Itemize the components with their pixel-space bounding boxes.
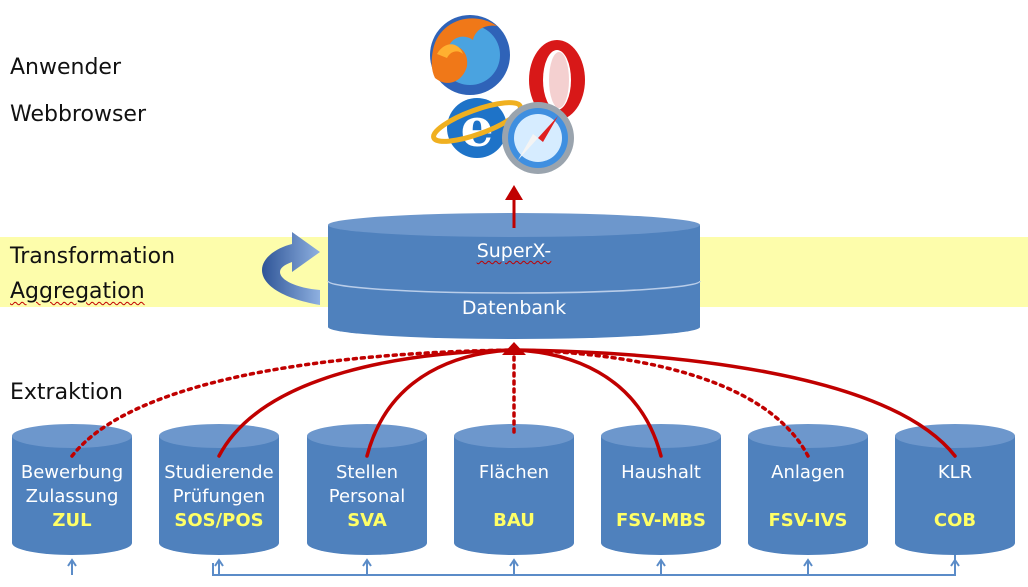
source-code-fsv-mbs: FSV-MBS (616, 510, 706, 531)
source-database-fsv-mbs (601, 424, 721, 555)
firefox-icon (430, 15, 510, 95)
connector-zul (70, 348, 516, 458)
arrowhead-into-superx (502, 342, 526, 355)
label-transformation: Transformation (10, 244, 176, 269)
internet-explorer-icon: e (431, 98, 523, 159)
connector-cob (512, 348, 957, 458)
source-database-cob (895, 424, 1015, 555)
bus-arrow-sva (362, 558, 372, 575)
safari-icon (502, 102, 574, 174)
source-label-zul-line1: Bewerbung (20, 462, 124, 483)
label-webbrowser: Webbrowser (10, 102, 146, 127)
source-label-sva-line2: Personal (328, 486, 406, 507)
source-label-bau-line1: Flächen (478, 462, 550, 483)
source-code-sos-pos: SOS/POS (174, 510, 264, 531)
source-database-sva (307, 424, 427, 555)
bus-arrow-zul (67, 558, 77, 575)
bus-arrow-fsv-mbs (656, 558, 666, 575)
opera-icon (529, 40, 585, 120)
source-database-sos-pos (159, 424, 279, 555)
superx-db-name-line2: Datenbank (461, 297, 567, 319)
source-label-sos-pos-line1: Studierende (164, 462, 274, 483)
source-database-fsv-ivs (748, 424, 868, 555)
source-code-cob: COB (933, 510, 977, 531)
source-label-sva-line1: Stellen (335, 462, 399, 483)
connector-sva (365, 348, 516, 458)
label-anwender: Anwender (10, 55, 122, 80)
bus-arrow-fsv-ivs (803, 558, 813, 575)
bus-arrow-bau (509, 558, 519, 575)
source-code-sva: SVA (347, 510, 387, 531)
source-label-cob-line1: KLR (937, 462, 973, 483)
connector-sos-pos (217, 348, 516, 458)
bus-arrow-sos-pos (214, 558, 224, 575)
superx-db-name-line1: SuperX- (476, 240, 552, 262)
source-bus-line (212, 555, 956, 576)
label-aggregation: Aggregation (10, 279, 145, 304)
source-database-bau (454, 424, 574, 555)
source-code-zul: ZUL (52, 510, 92, 531)
label-extraktion: Extraktion (10, 380, 123, 405)
source-label-sos-pos-line2: Prüfungen (172, 486, 266, 507)
arrow-to-browsers (505, 185, 523, 228)
source-label-fsv-mbs-line1: Haushalt (621, 462, 701, 483)
bus-arrow-cob (950, 558, 960, 575)
source-code-fsv-ivs: FSV-IVS (768, 510, 848, 531)
source-code-bau: BAU (493, 510, 535, 531)
transformation-curve-arrow (262, 232, 320, 305)
superx-database-cylinder (327, 213, 701, 339)
browser-icons: e (430, 15, 585, 174)
source-label-fsv-ivs-line1: Anlagen (771, 462, 845, 483)
source-label-zul-line2: Zulassung (25, 486, 119, 507)
